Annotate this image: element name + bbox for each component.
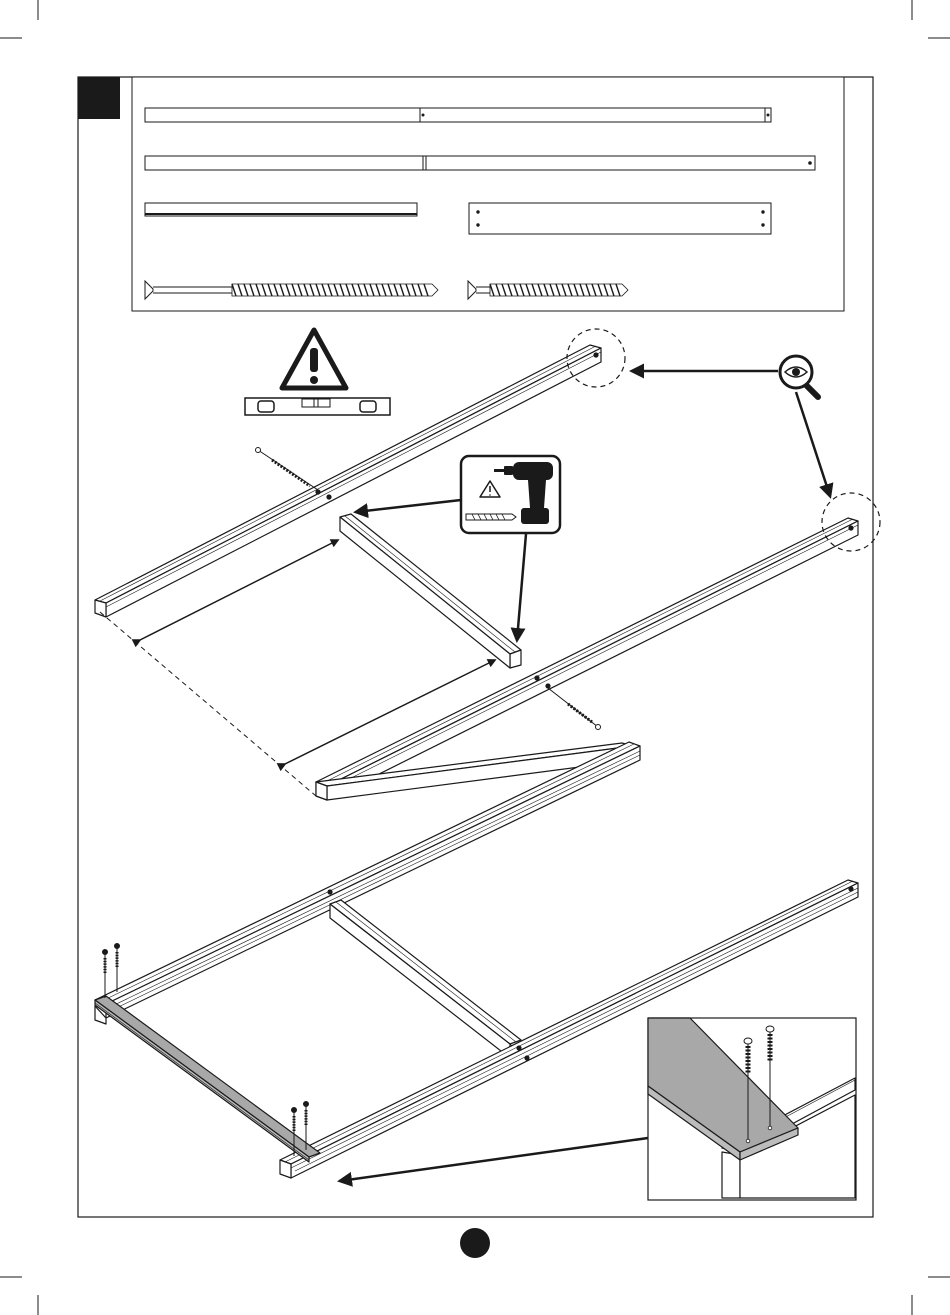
part-short-screw <box>468 281 628 299</box>
part-long-rail-drilled <box>145 156 815 170</box>
part-cross-board <box>469 203 771 234</box>
cross-member-lower <box>330 900 521 1058</box>
magnifier-eye-icon <box>780 356 818 397</box>
drill-bit-icon <box>466 514 516 520</box>
screw-upper-left <box>256 448 319 491</box>
drill-callout <box>461 456 560 533</box>
detail-inset <box>648 1018 856 1200</box>
screws-lower-left <box>103 944 120 999</box>
page-number-badge <box>460 1228 490 1258</box>
step-badge <box>78 77 120 119</box>
cross-member-upper <box>340 514 521 668</box>
alignment-guide <box>100 612 316 796</box>
cross-board-grey <box>95 996 320 1162</box>
spirit-level-icon <box>245 398 390 415</box>
screw-upper-right <box>548 688 601 730</box>
part-short-batten <box>145 203 417 216</box>
inset-arrow <box>340 1138 648 1181</box>
part-long-rail <box>145 108 771 122</box>
warning-icon <box>282 330 346 388</box>
exploded-frame <box>95 345 858 800</box>
detail-arrows <box>632 371 830 496</box>
parts-panel <box>132 77 844 311</box>
